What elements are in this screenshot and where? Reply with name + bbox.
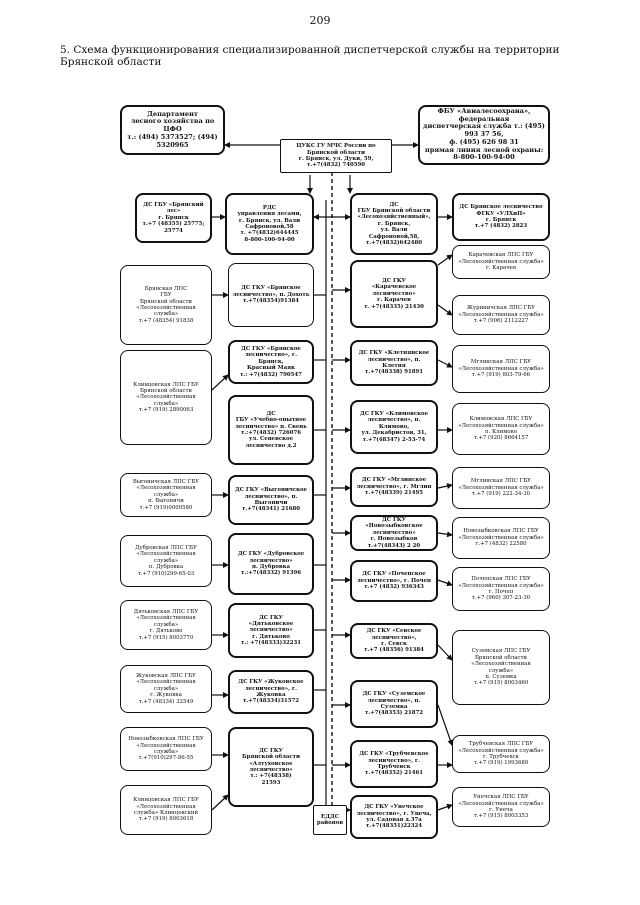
node-dubrovka-lps: Дубровская ЛПС ГБУ «Лесохозяйственная сл…: [120, 535, 212, 587]
node-ds-krasnaya-gora: ДС ГКУ «Брянское лесничество», г. Брянск…: [228, 340, 314, 384]
node-rds: РДС управления лесами, г. Брянск, ул. Ва…: [225, 193, 314, 255]
node-dyatkovo-lps: Дятьковская ЛПС ГБУ «Лесохозяйственная с…: [120, 600, 212, 650]
diagram-caption: 5. Схема функционирования специализирова…: [60, 44, 560, 68]
node-unecha-lps: Унечская ЛПС ГБУ «Лесохозяйственная служ…: [452, 787, 550, 827]
node-ds-dubrovka: ДС ГКУ «Дубровское лесничество» п. Дубро…: [228, 533, 314, 595]
node-edds: ЕДДС районов: [313, 805, 347, 835]
node-ds-dyatkovo: ДС ГКУ «Дятьковское лесничество» г. Дять…: [228, 603, 314, 658]
node-ds-karachev: ДС ГКУ «Карачевское лесничество» г. Кара…: [350, 260, 438, 328]
page-number: 209: [309, 14, 331, 27]
diagram-connectors: [211, 142, 454, 820]
node-ds-klimovo: ДС ГКУ «Климовское лесничество», п. Клим…: [350, 400, 438, 454]
node-novozybkov2-lps: Новозыбковская ЛПС ГБУ «Лесохозяйственна…: [120, 727, 212, 771]
node-mglin-lps: Мглинская ЛПС ГБУ «Лесохозяйственная слу…: [452, 345, 550, 393]
node-vygonichi-lps: Выгоничская ЛПС ГБУ «Лесохозяйственная с…: [120, 473, 212, 517]
node-forestry-department: Департамент лесного хозяйства по ЦФО т.:…: [120, 105, 225, 155]
node-zhukovka-lps: Жуковская ЛПС ГБУ «Лесохозяйственная слу…: [120, 665, 212, 713]
dispatch-scheme-diagram: Департамент лесного хозяйства по ЦФО т.:…: [100, 105, 560, 845]
node-ds-sevsk: ДС ГКУ «Севское лесничество», г. Севск т…: [350, 623, 438, 659]
node-ds-pochep: ДС ГКУ «Почепское лесничество», г. Почеп…: [350, 560, 438, 602]
node-ds-opytnoe: ДС ГБУ «Учебно-опытное лесничество» п. С…: [228, 395, 314, 465]
node-ds-suzemka: ДС ГКУ «Суземское лесничество», п. Сузем…: [350, 680, 438, 728]
node-trubchevsk-lps: Трубчевская ЛПС ГБУ «Лесохозяйственная с…: [452, 735, 550, 773]
node-ds-gku-bryansk-forestry-1: ДС ГКУ «Брянское лесничество», п. Дохоть…: [228, 263, 314, 327]
node-novozybkov-lps: Новозыбковская ЛПС ГБУ «Лесохозяйственна…: [452, 517, 550, 559]
node-bryansk-lps: Брянская ЛПС ГБУ Брянской области «Лесох…: [120, 265, 212, 345]
node-ds-trubchevsk: ДС ГКУ «Трубчевское лесничество», г. Тру…: [350, 740, 438, 788]
node-zhurinichi-lps: Журиничская ЛПС ГБУ «Лесохозяйственная с…: [452, 295, 550, 335]
node-ds-unecha: ДС ГКУ «Унечское лесничество», г. Унеча,…: [350, 795, 438, 839]
node-ds-novozybkov: ДС ГКУ «Новозыбковское лесничество» г. Н…: [350, 515, 438, 551]
node-pochep-lps: Почепская ЛПС ГБУ «Лесохозяйственная слу…: [452, 567, 550, 611]
node-ds-altukhovo: ДС ГКУ Брянской области «Алтуховское лес…: [228, 727, 314, 807]
node-suzemka-lps: Суземская ЛПС ГБУ Брянской области «Лесо…: [452, 630, 550, 705]
node-ds-zhukovka: ДС ГКУ «Жуковское лесничество», г. Жуков…: [228, 670, 314, 714]
node-ds-gbu-lesokhozyaystvenny: ДС ГБУ Брянской области «Лесохозяйственн…: [350, 193, 438, 255]
node-ds-gbu-bryansky-les: ДС ГБУ «Брянский лес» г. Брянск т.+7 (48…: [135, 193, 212, 243]
node-ds-mglin: ДС ГКУ «Мглинское лесничество», г. Мглин…: [350, 467, 438, 507]
node-mchs-center: ЦУКС ГУ МЧС России по Брянской области г…: [280, 139, 392, 173]
node-klintsy2-lps: Клинцовская ЛПС ГБУ «Лесохозяйственная с…: [120, 785, 212, 835]
node-karachev-lps: Карачевская ЛПС ГБУ «Лесохозяйственная с…: [452, 245, 550, 279]
node-ds-vygonichi: ДС ГКУ «Выгоничское лесничество», п. Выг…: [228, 475, 314, 525]
node-ds-kletnya: ДС ГКУ «Клетнянское лесничество», п. Кле…: [350, 340, 438, 386]
node-klimovo-lps: Климовская ЛПС ГБУ «Лесохозяйственная сл…: [452, 403, 550, 455]
node-ds-bryansk-forestry-fgku: ДС Брянское лесничество ФГКУ «УЛХиП» г. …: [452, 193, 550, 241]
node-klintsy-lps: Клинцовская ЛПС ГБУ Брянской области «Ле…: [120, 350, 212, 445]
node-avialesookhrana: ФБУ «Авиалесоохрана», федеральная диспет…: [418, 105, 550, 165]
node-mglin2-lps: Мглинская ЛПС ГБУ «Лесохозяйственная слу…: [452, 467, 550, 509]
